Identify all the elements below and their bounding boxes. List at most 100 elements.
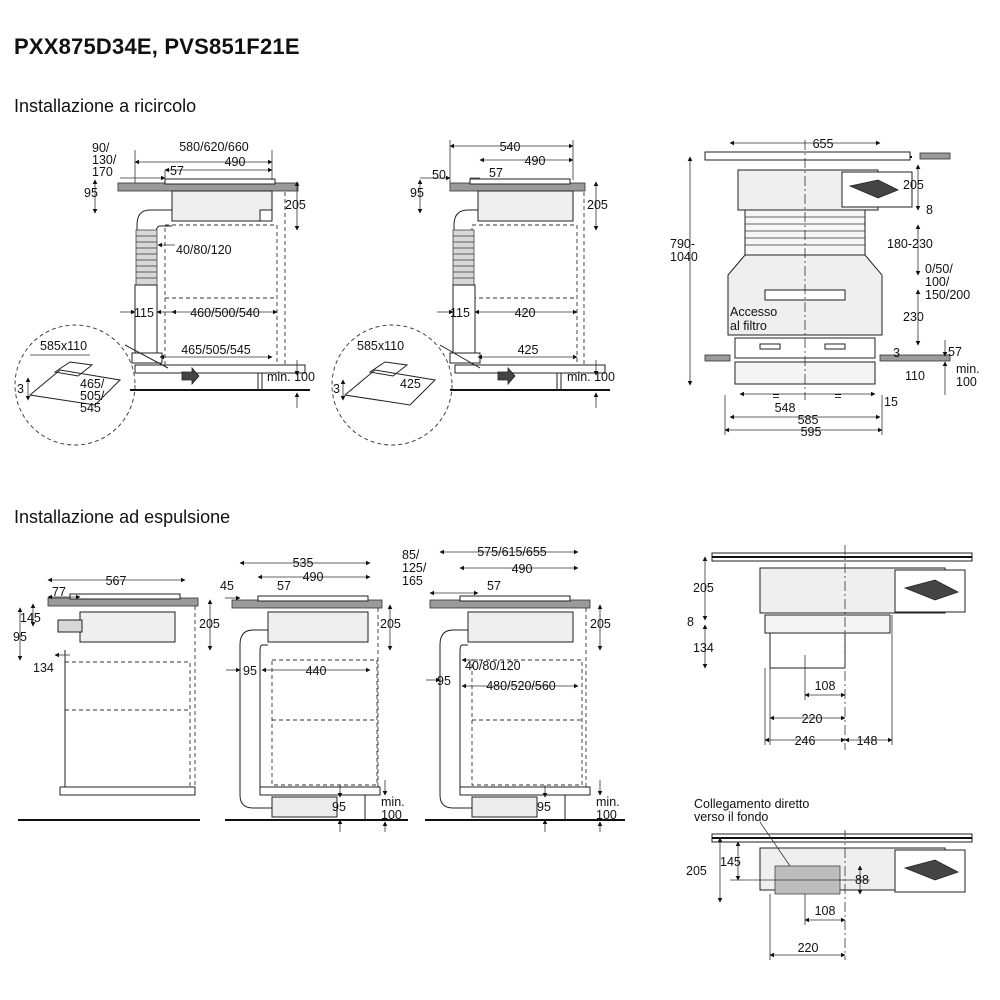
recirc-drawing-1: 90/ 130/ 170 580/620/660 490 57 95 205 4… (14, 140, 315, 446)
dim-label: 125/ (402, 561, 427, 575)
section-title-recirculation: Installazione a ricircolo (14, 96, 197, 116)
exhaust-drawing-3: 85/ 125/ 165 575/615/655 490 57 205 40/8… (402, 545, 625, 832)
dim-label: 115 (450, 306, 470, 320)
dim-label: 15 (884, 395, 898, 409)
dim-label: 3 (893, 346, 900, 360)
dim-label: 57 (948, 345, 962, 359)
dim-label: 205 (693, 581, 714, 595)
dim-label: 585 (798, 413, 819, 427)
dim-label: 420 (515, 306, 536, 320)
dim-label: min. (956, 362, 980, 376)
dim-label: 205 (686, 864, 707, 878)
dim-label: 100 (956, 375, 977, 389)
dim-label: 95 (437, 674, 451, 688)
airflow-arrow-icon (497, 366, 516, 386)
dim-label: 480/520/560 (486, 679, 556, 693)
dim-label: 8 (687, 615, 694, 629)
cutout-detail-circle (331, 324, 453, 446)
dim-label: 205 (380, 617, 401, 631)
dim-label: 100/ (925, 275, 950, 289)
dim-label: 655 (813, 137, 834, 151)
section-title-exhaust: Installazione ad espulsione (14, 507, 231, 527)
dim-label: 790- (670, 237, 695, 251)
dim-label: 3 (17, 382, 24, 396)
page-title: PXX875D34E, PVS851F21E (14, 34, 300, 59)
dim-label: 205 (587, 198, 608, 212)
cutout-detail-circle (14, 324, 136, 446)
dim-label: Accesso (730, 305, 777, 319)
dim-label: 205 (590, 617, 611, 631)
exhaust-drawing-1: 567 77 145 95 205 134 (13, 574, 220, 821)
dim-label: 180-230 (887, 237, 933, 251)
dim-label: 505/ (80, 389, 105, 403)
dim-label: 95 (84, 186, 98, 200)
dim-label: 57 (170, 164, 184, 178)
dim-label: 77 (52, 585, 66, 599)
dim-label: = (772, 389, 779, 403)
dim-label: 40/80/120 (176, 243, 232, 257)
recirc-drawing-3: 655 790- 1040 205 8 180-230 0/50/ 100/ 1… (670, 137, 980, 439)
dim-label: 490 (225, 155, 246, 169)
dim-label: 545 (80, 401, 101, 415)
dim-label: 95 (332, 800, 346, 814)
dim-label: 567 (106, 574, 127, 588)
dim-label: 490 (303, 570, 324, 584)
dim-label: 220 (802, 712, 823, 726)
dim-label: 110 (905, 369, 925, 383)
dim-label: 100 (381, 808, 402, 822)
dim-label: min. (381, 795, 405, 809)
exhaust-drawing-2: 535 490 45 57 205 95 440 95 min. 100 (220, 556, 408, 832)
dim-label: 115 (134, 306, 154, 320)
dim-label: 595 (801, 425, 822, 439)
dim-label: 40/80/120 (465, 659, 521, 673)
dim-label: 220 (798, 941, 819, 955)
dim-label: 95 (410, 186, 424, 200)
dim-label: 205 (285, 198, 306, 212)
dim-label: 8 (926, 203, 933, 217)
dim-label: 246 (795, 734, 816, 748)
dim-label: 50 (432, 168, 446, 182)
dim-label: 150/200 (925, 288, 970, 302)
dim-label: 3 (333, 382, 340, 396)
exhaust-drawing-4: 205 8 134 108 220 246 148 (687, 545, 973, 750)
dim-label: 145 (20, 611, 41, 625)
dim-label: 165 (402, 574, 423, 588)
dim-label: 134 (33, 661, 54, 675)
dim-label: 108 (815, 904, 836, 918)
dim-label: 57 (489, 166, 503, 180)
dim-label: 575/615/655 (477, 545, 547, 559)
dim-label: 490 (525, 154, 546, 168)
dim-label: 45 (220, 579, 234, 593)
dim-label: 540 (500, 140, 521, 154)
dim-label: 95 (243, 664, 257, 678)
dim-label: 205 (903, 178, 924, 192)
dim-label: 535 (293, 556, 314, 570)
dim-label: 95 (537, 800, 551, 814)
dim-label: 95 (13, 630, 27, 644)
dim-label: 205 (199, 617, 220, 631)
dim-label: 100 (596, 808, 617, 822)
dim-label: Collegamento diretto (694, 797, 809, 811)
dim-label: 85/ (402, 548, 420, 562)
dim-label: 57 (277, 579, 291, 593)
dim-label: 134 (693, 641, 714, 655)
dim-label: 230 (903, 310, 924, 324)
dim-label: min. (596, 795, 620, 809)
dim-label: = (834, 389, 841, 403)
dim-label: 465/ (80, 377, 105, 391)
dim-label: 440 (306, 664, 327, 678)
dim-label: verso il fondo (694, 810, 768, 824)
hob-glass (164, 178, 276, 185)
dim-label: 465/505/545 (181, 343, 251, 357)
dim-label: min. 100 (567, 370, 615, 384)
dim-label: min. 100 (267, 370, 315, 384)
airflow-arrow-icon (181, 366, 200, 386)
dim-label: 0/50/ (925, 262, 953, 276)
dim-label: 88 (855, 873, 869, 887)
dim-label: 1040 (670, 250, 698, 264)
exhaust-drawing-5: Collegamento diretto verso il fondo 205 … (686, 797, 973, 960)
dim-label: 90/ (92, 141, 110, 155)
dim-label: 108 (815, 679, 836, 693)
dim-label: al filtro (730, 319, 767, 333)
